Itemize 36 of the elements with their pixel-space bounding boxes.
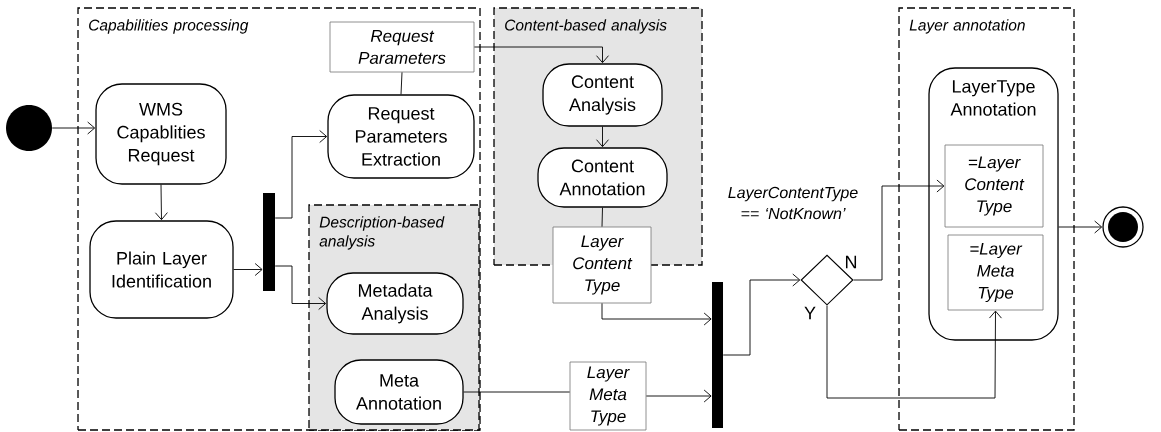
activity-box: Content Analysis bbox=[542, 63, 663, 127]
end-node bbox=[1102, 206, 1144, 248]
arrow bbox=[473, 46, 609, 64]
arrow bbox=[601, 302, 712, 326]
arrow bbox=[1058, 220, 1103, 234]
fork-bar bbox=[712, 282, 723, 428]
fork-bar bbox=[263, 193, 275, 291]
guard-label: LayerContentType == ‘NotKnown’ bbox=[728, 186, 858, 220]
connector-line bbox=[601, 207, 603, 228]
object-box: =Layer Meta Type bbox=[947, 234, 1044, 311]
arrow bbox=[853, 179, 945, 281]
arrow bbox=[154, 184, 168, 221]
edge-label: Y bbox=[803, 305, 817, 321]
connector-line bbox=[463, 391, 571, 393]
arrow bbox=[233, 263, 263, 276]
activity-box: Metadata Analysis bbox=[326, 272, 464, 335]
activity-box: Request Parameters Extraction bbox=[327, 94, 475, 179]
object-box: =Layer Content Type bbox=[944, 144, 1044, 228]
activity-box: Plain Layer Identification bbox=[89, 220, 234, 319]
edge-label: N bbox=[843, 254, 859, 270]
arrow bbox=[596, 126, 609, 148]
start-node bbox=[6, 105, 52, 151]
arrow bbox=[274, 265, 327, 310]
activity-box: WMS Capablities Request bbox=[95, 83, 227, 185]
decision-diamond bbox=[800, 254, 854, 306]
activity-box: Content Annotation bbox=[537, 147, 668, 208]
arrow bbox=[645, 389, 712, 403]
arrow bbox=[722, 273, 801, 356]
connector-line bbox=[400, 71, 403, 95]
arrow bbox=[826, 305, 1002, 399]
arrow bbox=[51, 121, 96, 135]
object-box: Layer Content Type bbox=[552, 226, 652, 304]
object-box: Request Parameters bbox=[329, 21, 475, 73]
arrow bbox=[274, 130, 328, 219]
activity-box: Meta Annotation bbox=[334, 359, 464, 425]
object-box: Layer Meta Type bbox=[569, 361, 647, 431]
